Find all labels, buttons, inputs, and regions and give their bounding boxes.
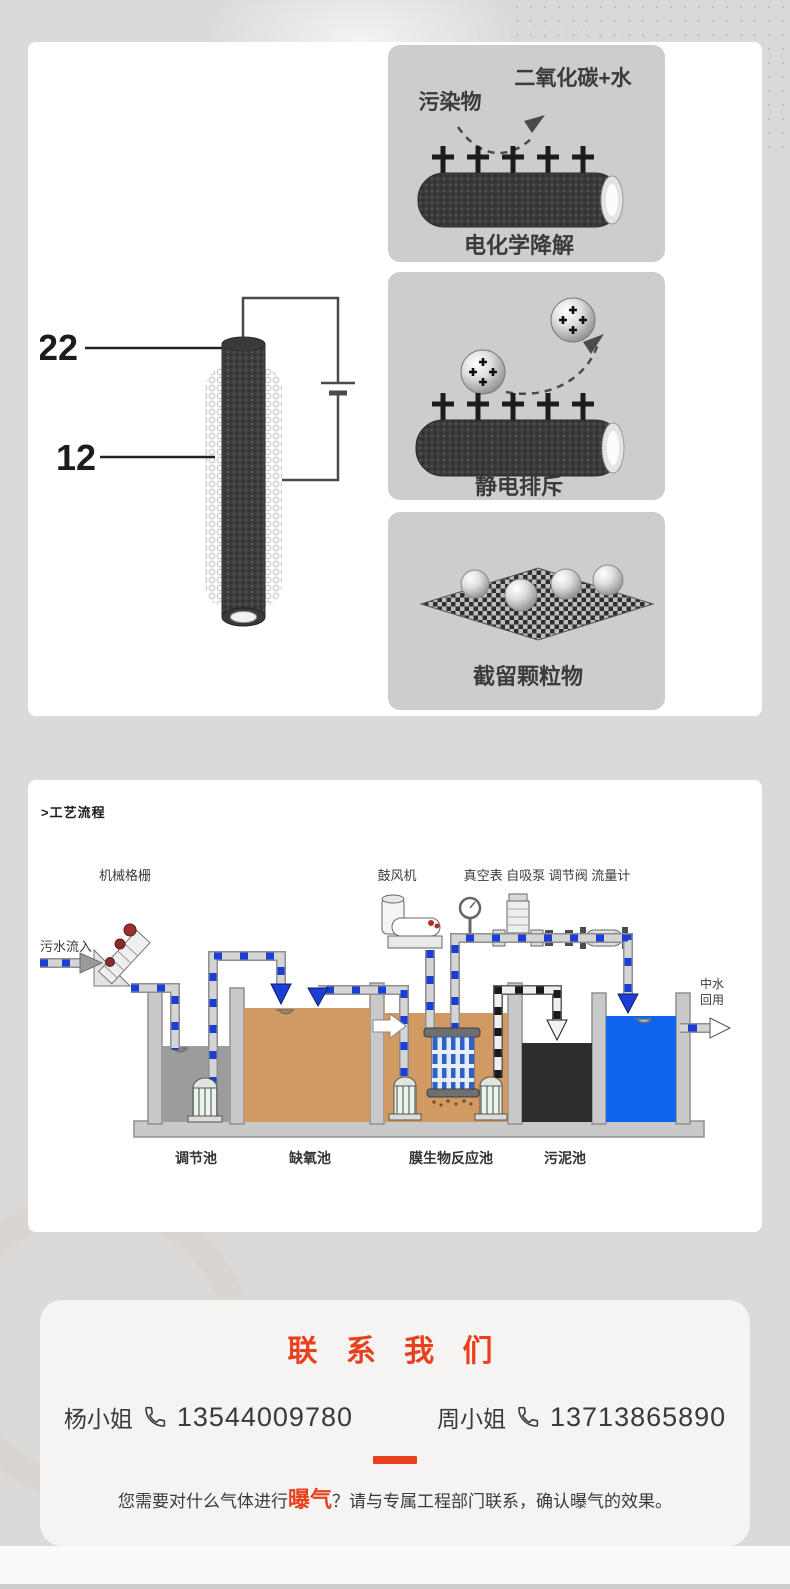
- panel-electrochemical-degradation: 污染物 二氧化碳+水 电化学降解: [388, 45, 665, 262]
- note-suffix: ？请与专属工程部门联系，确认曝气的效果。: [332, 1492, 672, 1511]
- electrode-cylinder: [417, 172, 624, 228]
- degradation-arrow: [456, 115, 545, 155]
- bottom-strip: [0, 1546, 790, 1584]
- electrode-label-12: 12: [56, 437, 96, 478]
- pipe-regulating-to-anoxic: [208, 951, 292, 1085]
- label-tank-sludge: 污泥池: [544, 1150, 586, 1166]
- process-flow-diagram: 机械格栅 鼓风机 真空表 自吸泵 调节阀 流量计 污水流入 中水 回用 调节池 …: [28, 838, 762, 1178]
- panel-caption: 截留颗粒物: [473, 664, 583, 689]
- contact-row: 杨小姐 13544009780 周小姐 13713865890: [40, 1400, 750, 1434]
- bottom-bar: [0, 1584, 790, 1589]
- water-clean-tank: [606, 1016, 676, 1122]
- surface-charges: [432, 146, 594, 173]
- water-sludge-tank: [522, 1043, 592, 1122]
- tank-structure: [133, 982, 705, 1138]
- contact-item-2: 周小姐 13713865890: [437, 1400, 726, 1434]
- repulsion-arrow: [505, 334, 604, 395]
- wall-4: [591, 992, 607, 1125]
- wall-left: [147, 987, 163, 1125]
- label-tank-mbr: 膜生物反应池: [409, 1150, 493, 1166]
- blower: [381, 894, 443, 949]
- contact-name-2: 周小姐: [437, 1406, 506, 1432]
- vacuum-gauge: [458, 896, 482, 938]
- red-divider: [373, 1456, 417, 1464]
- circuit-wire: [241, 296, 355, 482]
- mbr-aerator-left: [388, 1076, 422, 1121]
- electrode-label-22: 22: [40, 327, 78, 368]
- contact-name-1: 杨小姐: [63, 1406, 133, 1432]
- aeration-bubbles: [432, 1099, 473, 1107]
- phone-icon: [145, 1406, 166, 1427]
- screen-drive-roller: [123, 923, 137, 937]
- contact-card: 联 系 我 们 杨小姐 13544009780 周小姐 13713865890 …: [40, 1300, 750, 1546]
- panel-electrostatic-repulsion: 静电排斥: [388, 272, 665, 500]
- wall-3: [507, 982, 523, 1125]
- electrode-cylinder: [415, 419, 625, 477]
- label-mechanical-screen: 机械格栅: [99, 868, 151, 883]
- contact-phone-2[interactable]: 13713865890: [550, 1401, 727, 1432]
- electrode-diagram: 22 12: [40, 272, 370, 632]
- label-outflow-line1: 中水: [700, 976, 724, 991]
- contact-phone-1[interactable]: 13544009780: [176, 1401, 353, 1432]
- partition-flow-arrow: [372, 1013, 407, 1039]
- pipe-sludge-discharge: [493, 985, 568, 1078]
- water-anoxic-tank: [244, 1008, 370, 1122]
- pipe-inflow: [40, 952, 104, 974]
- wall-1: [229, 987, 245, 1125]
- label-blower: 鼓风机: [377, 868, 416, 883]
- mechanical-screen: [93, 923, 151, 987]
- electrode-tube: [221, 336, 266, 627]
- regulating-tank-pump: [187, 1077, 223, 1123]
- contact-note: 您需要对什么气体进行曝气？请与专属工程部门联系，确认曝气的效果。: [40, 1482, 750, 1514]
- label-outflow-line2: 回用: [700, 993, 724, 1007]
- surface-charges: [432, 393, 594, 420]
- process-card: >工艺流程: [28, 780, 762, 1232]
- contact-item-1: 杨小姐 13544009780: [64, 1400, 353, 1434]
- membrane-module: [423, 1027, 481, 1107]
- pipe-mbr-recirculation: [307, 985, 409, 1076]
- note-highlight: 曝气: [287, 1487, 332, 1512]
- pipes: [40, 933, 732, 1085]
- phone-icon: [518, 1406, 539, 1427]
- charged-particle-1: [460, 349, 506, 395]
- mbr-aerator-right: [474, 1076, 508, 1121]
- label-inflow: 污水流入: [40, 939, 92, 954]
- label-tank-regulating: 调节池: [175, 1150, 217, 1166]
- note-prefix: 您需要对什么气体进行: [117, 1492, 288, 1511]
- pollutant-label: 污染物: [419, 90, 482, 114]
- pipe-screen-to-regulating: [131, 983, 180, 1050]
- charged-particle-2: [550, 297, 596, 343]
- product-label: 二氧化碳+水: [514, 66, 632, 90]
- wall-right: [675, 992, 691, 1125]
- contact-title: 联 系 我 们: [287, 1335, 503, 1368]
- label-tank-anoxic: 缺氧池: [289, 1150, 331, 1166]
- mechanism-card: 22 12: [28, 42, 762, 716]
- process-section-title: >工艺流程: [41, 805, 106, 820]
- tank-base: [133, 1120, 705, 1138]
- pipe-outflow: [680, 1017, 732, 1039]
- panel-caption: 静电排斥: [475, 474, 563, 499]
- label-instruments: 真空表 自吸泵 调节阀 流量计: [464, 868, 631, 883]
- panel-caption: 电化学降解: [464, 233, 574, 258]
- wall-2: [369, 982, 385, 1125]
- intercepted-particles: [460, 564, 624, 612]
- pipe-permeate-line: [450, 933, 639, 1031]
- tube-open-end: [230, 611, 257, 623]
- panel-particle-interception: 截留颗粒物: [388, 512, 665, 710]
